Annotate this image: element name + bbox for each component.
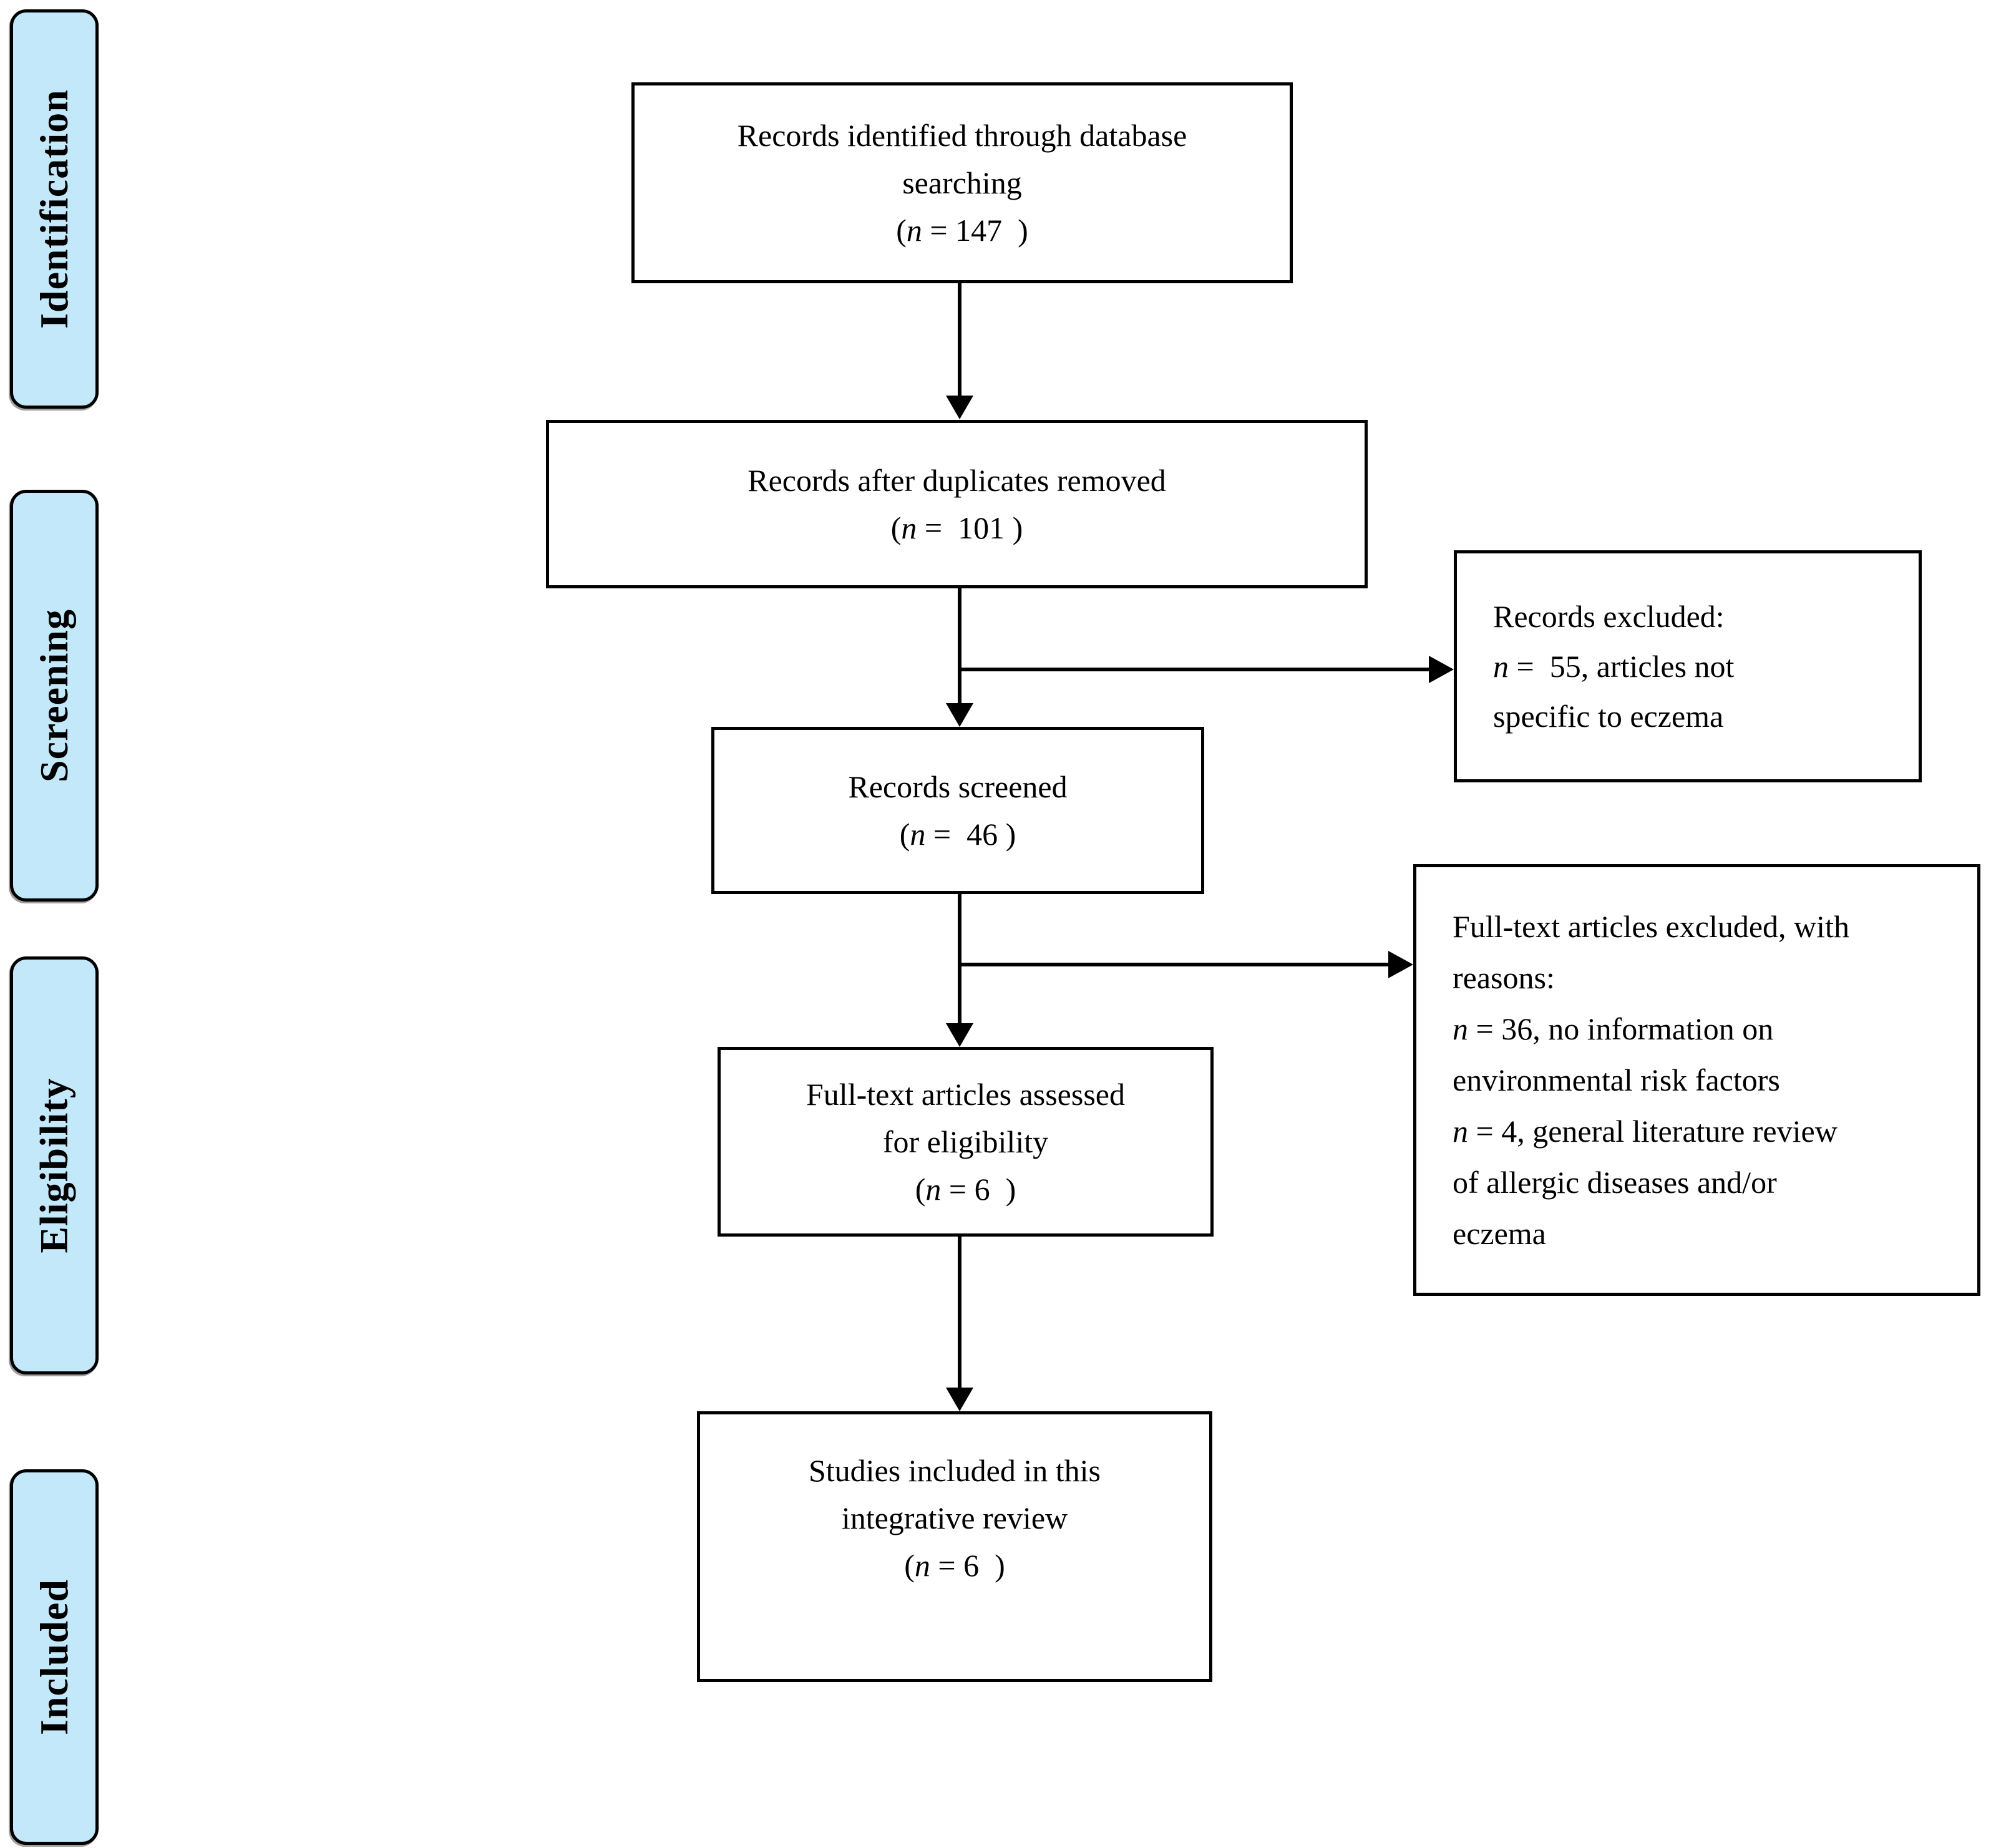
text-line: Records excluded: <box>1493 599 1725 634</box>
box-fulltext-excluded: Full-text articles excluded, with reasons… <box>1413 864 1980 1296</box>
text-line: for eligibility <box>882 1124 1049 1159</box>
text-line: searching <box>902 165 1022 200</box>
box-fulltext-assessed: Full-text articles assessed for eligibili… <box>718 1047 1214 1237</box>
box-records-after-duplicates: Records after duplicates removed (n = 101… <box>546 420 1368 588</box>
arrow-identified-to-duplicates-head-icon <box>946 396 973 419</box>
text-line: Full-text articles assessed <box>806 1077 1125 1112</box>
phase-eligibility: Eligibility <box>10 956 99 1374</box>
arrow-screened-to-fulltext-head-icon <box>946 1023 973 1047</box>
text-line: reasons: <box>1453 960 1555 995</box>
arrow-to-fulltext-excluded-line <box>958 963 1390 966</box>
arrow-to-records-excluded-head-icon <box>1429 656 1454 683</box>
text-line: (n = 46 ) <box>899 817 1016 852</box>
box-records-screened: Records screened (n = 46 ) <box>711 727 1204 894</box>
arrow-fulltext-to-included-head-icon <box>946 1388 973 1411</box>
text-line: environmental risk factors <box>1453 1063 1780 1097</box>
arrow-to-records-excluded-line <box>958 668 1430 671</box>
arrow-duplicates-to-screened-head-icon <box>946 703 973 727</box>
text-line: (n = 101 ) <box>890 510 1023 545</box>
text-line: (n = 6 ) <box>915 1172 1016 1207</box>
text-line: (n = 6 ) <box>904 1548 1005 1583</box>
arrow-to-fulltext-excluded-head-icon <box>1388 951 1413 978</box>
text-line: Studies included in this <box>808 1453 1101 1488</box>
arrow-fulltext-to-included-line <box>958 1237 961 1389</box>
box-studies-included: Studies included in this integrative revi… <box>697 1411 1212 1682</box>
phase-eligibility-label: Eligibility <box>32 1077 76 1253</box>
text-line: (n = 147 ) <box>896 213 1028 248</box>
phase-included: Included <box>10 1469 99 1845</box>
box-records-identified: Records identified through database searc… <box>631 82 1293 283</box>
text-line: Records identified through database <box>737 118 1187 153</box>
phase-identification: Identification <box>10 9 99 409</box>
arrow-screened-to-fulltext-line <box>958 894 961 1024</box>
text-line: n = 55, articles not <box>1493 649 1735 684</box>
text-line: Records after duplicates removed <box>747 463 1166 498</box>
arrow-identified-to-duplicates-line <box>958 283 961 397</box>
phase-identification-label: Identification <box>32 89 76 329</box>
phase-screening: Screening <box>10 490 99 902</box>
text-line: of allergic diseases and/or <box>1453 1165 1777 1200</box>
box-records-excluded: Records excluded: n = 55, articles not spe… <box>1454 550 1922 782</box>
text-line: n = 4, general literature review <box>1453 1114 1838 1149</box>
text-line: integrative review <box>841 1500 1068 1535</box>
phase-included-label: Included <box>32 1579 76 1735</box>
text-line: specific to eczema <box>1493 699 1724 734</box>
phase-screening-label: Screening <box>32 608 76 783</box>
text-line: Records screened <box>848 769 1068 804</box>
text-line: eczema <box>1453 1216 1546 1251</box>
arrow-duplicates-to-screened-line <box>958 588 961 704</box>
text-line: n = 36, no information on <box>1453 1011 1774 1046</box>
text-line: Full-text articles excluded, with <box>1453 909 1849 944</box>
